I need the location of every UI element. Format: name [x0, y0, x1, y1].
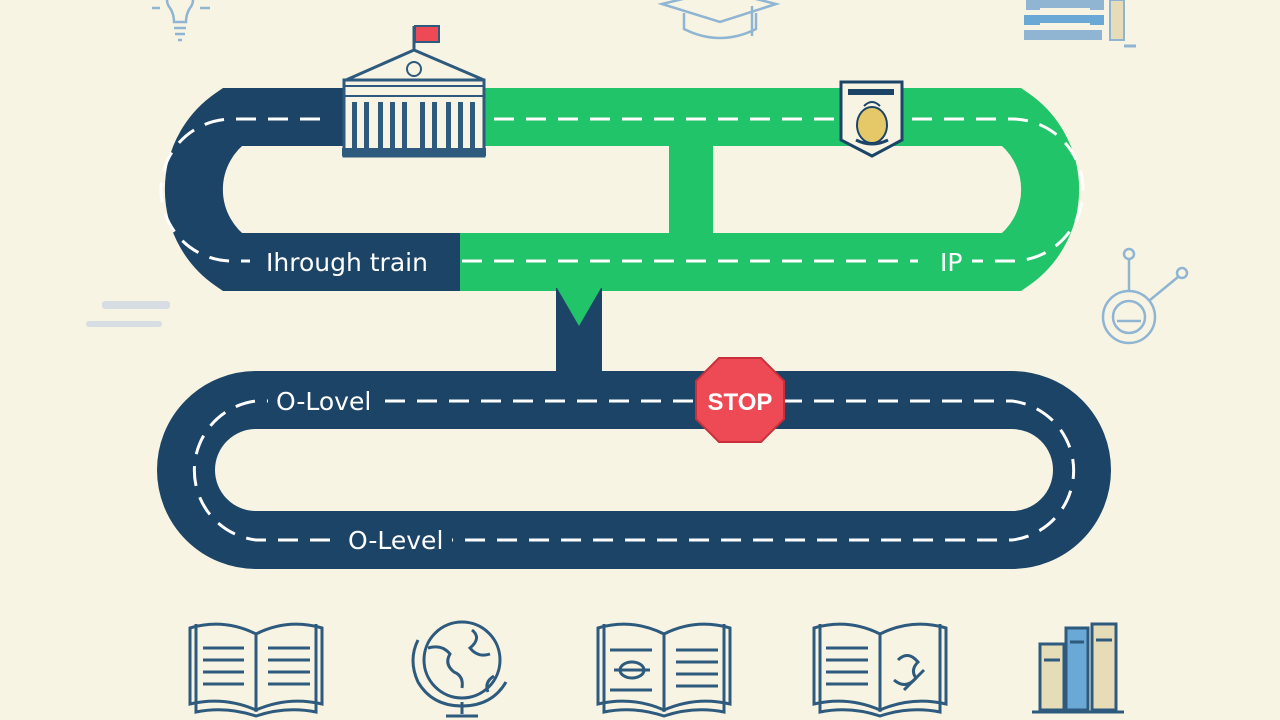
- o-level-label-bottom: O-Level: [348, 526, 443, 555]
- lane-markings: [159, 117, 1085, 542]
- ip-label: IP: [940, 248, 962, 277]
- through-train-label: Ihrough train: [266, 248, 428, 277]
- faint-bar-icon: [86, 301, 170, 327]
- stop-sign: STOP: [695, 357, 785, 443]
- open-book-icon: [188, 622, 324, 718]
- ip-road: [460, 88, 1080, 291]
- open-book-icon: [596, 622, 732, 718]
- book-stack-icon: [1024, 0, 1136, 48]
- o-level-road: [157, 371, 1111, 569]
- graduation-cap-icon: [657, 0, 781, 40]
- school-building-icon: [342, 25, 486, 158]
- bookshelf-icon: [1032, 622, 1124, 714]
- ip-connector-road: [669, 140, 713, 234]
- network-node-icon: [1101, 247, 1189, 345]
- lightbulb-icon: [152, 0, 210, 42]
- globe-icon: [411, 620, 508, 718]
- crest-icon: [839, 80, 904, 158]
- through-train-road: [164, 88, 460, 291]
- open-book-icon: [812, 622, 948, 718]
- o-level-label-top: O-Lovel: [276, 387, 371, 416]
- transition-arrow: [557, 288, 601, 326]
- stop-sign-text: STOP: [708, 389, 773, 416]
